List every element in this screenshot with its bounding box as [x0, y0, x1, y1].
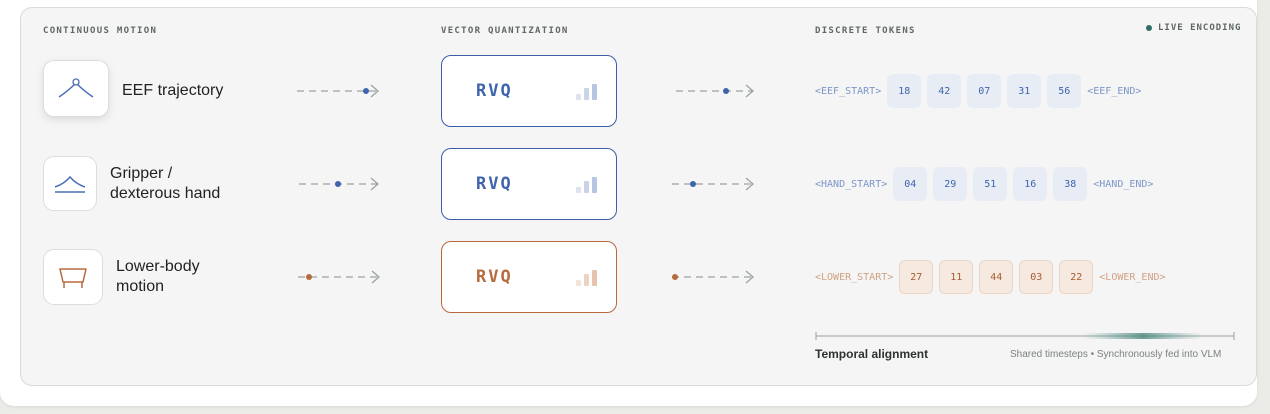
lower-token: 27 — [899, 260, 934, 294]
eef-motion-dot — [363, 88, 369, 94]
lower-end-tag: <LOWER_END> — [1099, 271, 1166, 283]
lower-body-label-line2: motion — [116, 278, 165, 295]
header-vector-quantization: VECTOR QUANTIZATION — [441, 26, 569, 36]
lower-token: 11 — [939, 260, 974, 294]
diagram-panel — [20, 7, 1257, 386]
lower-body-icon — [59, 268, 87, 288]
lower-token: 22 — [1059, 260, 1094, 294]
eef-trajectory-icon — [58, 77, 94, 98]
gripper-token-sequence: <HAND_START> 04 29 51 16 38 <HAND_END> — [815, 167, 1153, 201]
eef-end-tag: <EEF_END> — [1087, 85, 1142, 97]
eef-trajectory-label: EEF trajectory — [122, 82, 224, 99]
gripper-token-dot — [690, 181, 696, 187]
lower-body-label-line1: Lower-body — [116, 258, 200, 275]
temporal-alignment-title: Temporal alignment — [815, 347, 929, 361]
rvq-block-gripper: RVQ — [441, 148, 617, 220]
eef-token: 42 — [927, 74, 962, 108]
lower-start-tag: <LOWER_START> — [815, 271, 894, 283]
lower-body-token-dot — [672, 274, 678, 280]
rvq-block-lower-body: RVQ — [441, 241, 617, 313]
gripper-label-line1: Gripper / — [110, 165, 173, 182]
eef-trajectory-icon-card — [43, 60, 109, 117]
hand-token: 16 — [1013, 167, 1048, 201]
hand-end-tag: <HAND_END> — [1093, 178, 1154, 190]
lower-body-motion-dot — [306, 274, 312, 280]
input-flow-arrow-gripper — [299, 177, 379, 191]
codebook-bars-icon — [576, 177, 602, 193]
rvq-label-lower-body: RVQ — [476, 267, 513, 287]
gripper-hand-icon-card — [43, 156, 97, 211]
eef-token: 07 — [967, 74, 1002, 108]
hand-token: 38 — [1053, 167, 1088, 201]
live-status-dot-icon — [1146, 25, 1152, 31]
live-encoding-label: LIVE ENCODING — [1158, 23, 1242, 33]
rvq-label-eef: RVQ — [476, 81, 513, 101]
gripper-label-line2: dexterous hand — [110, 185, 221, 202]
timeline-sweep-highlight — [1083, 333, 1203, 339]
temporal-alignment-timeline — [815, 332, 1235, 340]
output-flow-arrow-eef — [676, 84, 754, 98]
eef-token-dot — [723, 88, 729, 94]
temporal-alignment-note: Shared timesteps • Synchronously fed int… — [1010, 349, 1222, 360]
rvq-label-gripper: RVQ — [476, 174, 513, 194]
eef-token: 56 — [1047, 74, 1082, 108]
eef-token: 31 — [1007, 74, 1042, 108]
lower-body-token-sequence: <LOWER_START> 27 11 44 03 22 <LOWER_END> — [815, 260, 1166, 294]
header-continuous-motion: CONTINUOUS MOTION — [43, 26, 158, 36]
eef-token-sequence: <EEF_START> 18 42 07 31 56 <EEF_END> — [815, 74, 1141, 108]
gripper-motion-dot — [335, 181, 341, 187]
lower-body-icon-card — [43, 249, 103, 305]
codebook-bars-icon — [576, 270, 602, 286]
input-flow-arrow-lower-body — [298, 270, 380, 284]
lower-token: 03 — [1019, 260, 1054, 294]
eef-token: 18 — [887, 74, 922, 108]
lower-token: 44 — [979, 260, 1014, 294]
hand-token: 04 — [893, 167, 928, 201]
eef-start-tag: <EEF_START> — [815, 85, 882, 97]
output-flow-arrow-gripper — [672, 177, 754, 191]
rvq-block-eef: RVQ — [441, 55, 617, 127]
live-encoding-badge: LIVE ENCODING — [1146, 23, 1241, 33]
hand-token: 29 — [933, 167, 968, 201]
gripper-hand-icon — [54, 175, 86, 193]
codebook-bars-icon — [576, 84, 602, 100]
input-flow-arrow-eef — [297, 84, 379, 98]
hand-start-tag: <HAND_START> — [815, 178, 888, 190]
header-discrete-tokens: DISCRETE TOKENS — [815, 26, 916, 36]
output-flow-arrow-lower-body — [672, 270, 754, 284]
hand-token: 51 — [973, 167, 1008, 201]
